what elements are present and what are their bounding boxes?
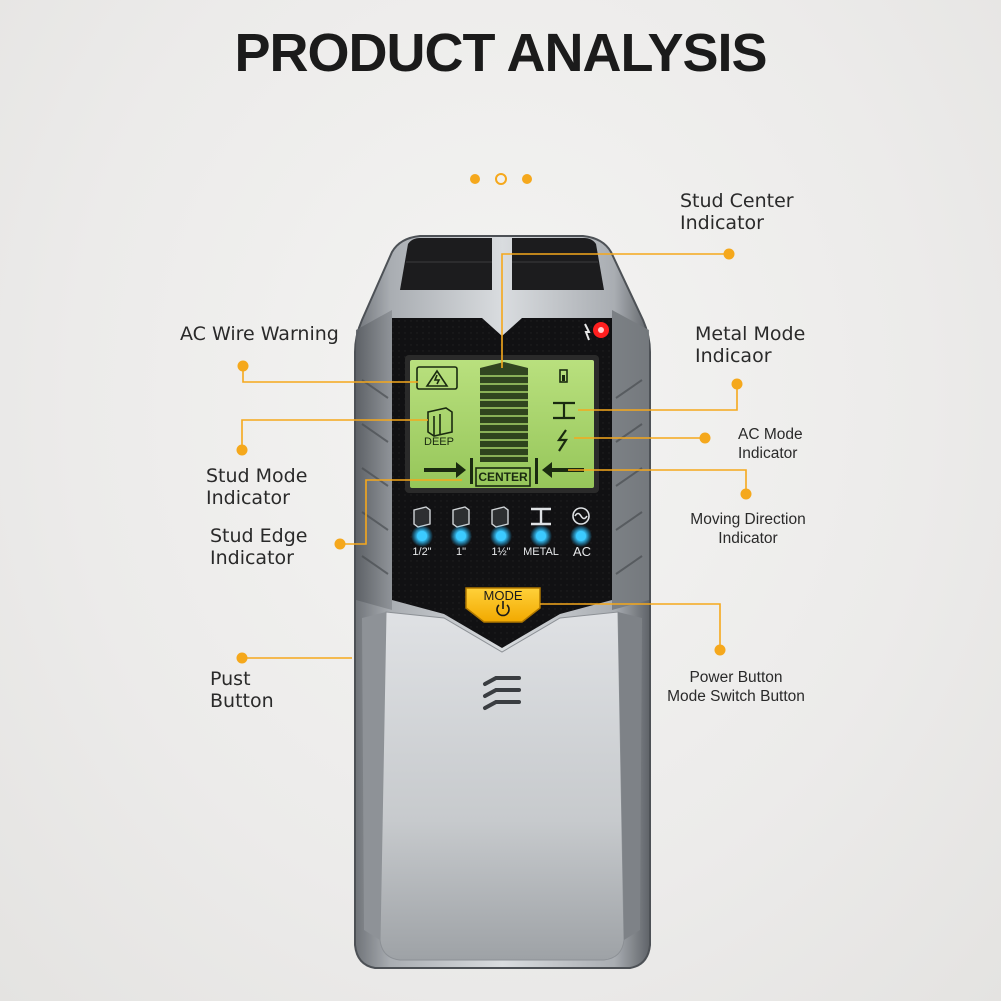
label-ac-wire-warning: AC Wire Warning [180, 323, 339, 345]
led-label-one-inch: 1" [455, 546, 467, 558]
label-moving-direction-indicator: Moving Direction Indicator [690, 511, 806, 547]
carousel-dot-2[interactable] [495, 173, 507, 185]
carousel-dots [466, 172, 536, 186]
led-label-half-inch: 1/2" [412, 546, 432, 558]
label-stud-mode-indicator: Stud Mode Indicator [206, 465, 308, 509]
label-power-mode-button: Power Button Mode Switch Button [667, 669, 805, 705]
led-label-one-half-inch: 1½" [491, 546, 511, 558]
label-ac-mode-indicator: AC Mode Indicator [738, 426, 803, 462]
label-pust-button: Pust Button [210, 668, 274, 712]
mode-button-label[interactable]: MODE [483, 588, 523, 603]
lightning-icon [584, 323, 591, 341]
indicator-leds [411, 525, 592, 547]
label-stud-center-indicator: Stud Center Indicator [680, 190, 794, 234]
stud-box-icon [427, 407, 453, 437]
lcd-center-label: CENTER [478, 470, 528, 484]
label-metal-mode-indicator: Metal Mode Indicaor [695, 323, 806, 367]
ac-wave-icon [572, 507, 590, 525]
metal-icon [553, 401, 575, 420]
lcd-deep-label: DEEP [424, 436, 454, 448]
carousel-dot-3[interactable] [522, 174, 532, 184]
carousel-dot-1[interactable] [470, 174, 480, 184]
callout-dots [236, 248, 752, 664]
battery-icon [559, 369, 568, 383]
led-label-metal: METAL [523, 546, 559, 558]
power-icon [496, 601, 510, 617]
right-arrow-icon [424, 462, 466, 478]
led-label-ac: AC [572, 544, 592, 559]
ac-warning-icon [416, 366, 458, 390]
label-stud-edge-indicator: Stud Edge Indicator [210, 525, 308, 569]
metal-led-icon [531, 507, 551, 526]
ac-bolt-icon [556, 429, 569, 452]
page-title: PRODUCT ANALYSIS [234, 23, 767, 83]
